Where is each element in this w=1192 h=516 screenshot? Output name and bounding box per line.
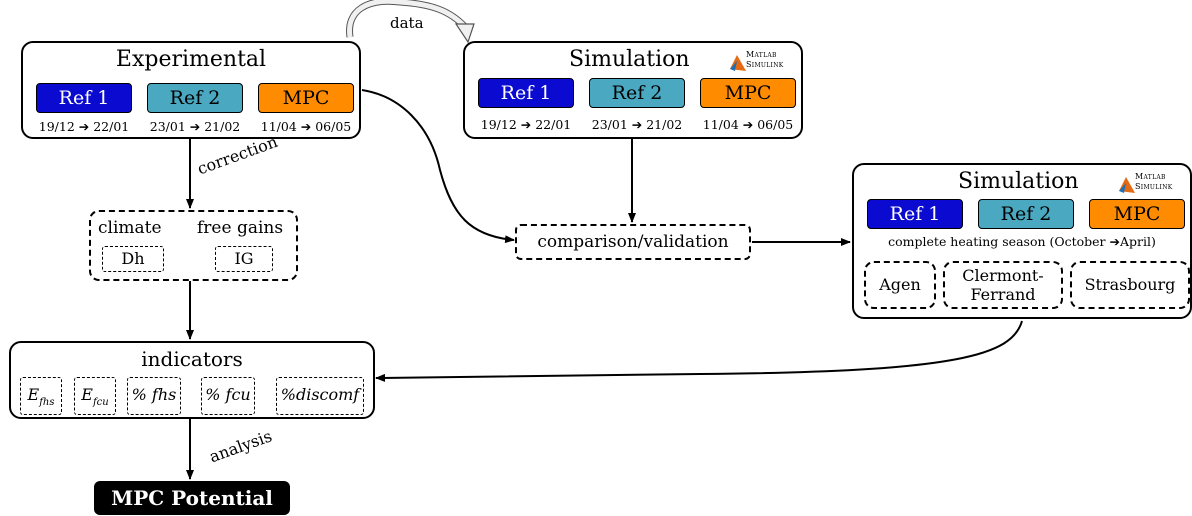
exp-mpc-button[interactable]: MPC <box>258 83 354 113</box>
dh-box: Dh <box>102 246 164 272</box>
city-strasbourg: Strasbourg <box>1070 261 1190 309</box>
exp-ref2-dates: 23/01 ➔ 21/02 <box>149 119 241 134</box>
city-agen: Agen <box>864 261 936 309</box>
arrow-sim2-to-indicators <box>375 320 1023 382</box>
sim1-mpc-button[interactable]: MPC <box>700 78 796 108</box>
sim1-ref1-dates: 19/12 ➔ 22/01 <box>480 117 572 132</box>
comparison-validation-box: comparison/validation <box>515 224 751 260</box>
exp-ref1-dates: 19/12 ➔ 22/01 <box>38 119 130 134</box>
logo-simulink-text: Simulink <box>746 60 784 69</box>
exp-ref2-button[interactable]: Ref 2 <box>147 83 243 113</box>
logo-matlab-text: Matlab <box>1135 172 1166 181</box>
sim1-mpc-dates: 11/04 ➔ 06/05 <box>702 117 794 132</box>
mpc-potential-box: MPC Potential <box>94 481 290 515</box>
sim1-ref2-button[interactable]: Ref 2 <box>589 78 685 108</box>
indicators-box: indicators Efhs Efcu % fhs % fcu %discom… <box>9 341 375 419</box>
indicator-e-fcu: Efcu <box>74 377 116 415</box>
sim1-ref1-button[interactable]: Ref 1 <box>478 78 574 108</box>
data-arrow <box>346 0 475 44</box>
city-clermont-ferrand: Clermont-Ferrand <box>943 261 1063 309</box>
arrow-exp-to-comparison <box>361 89 515 244</box>
ig-box: IG <box>215 246 273 272</box>
indicator-pct-fhs: % fhs <box>127 377 181 415</box>
free-gains-label: free gains <box>197 218 284 238</box>
experimental-title: Experimental <box>115 47 267 72</box>
indicator-pct-fcu: % fcu <box>201 377 255 415</box>
sim2-ref1-button[interactable]: Ref 1 <box>867 199 963 229</box>
indicator-e-fhs: Efhs <box>20 377 62 415</box>
heating-season-label: complete heating season (October ➔April) <box>888 234 1156 249</box>
correction-box: climate free gains Dh IG <box>89 210 298 281</box>
indicators-title: indicators <box>141 347 243 371</box>
simulation1-title: Simulation <box>569 47 690 72</box>
matlab-icon <box>730 55 746 71</box>
exp-mpc-dates: 11/04 ➔ 06/05 <box>260 119 352 134</box>
logo-simulink-text: Simulink <box>1135 182 1173 191</box>
sim2-mpc-button[interactable]: MPC <box>1089 199 1185 229</box>
logo-matlab-text: Matlab <box>746 50 777 59</box>
experimental-box: Experimental Ref 1 Ref 2 MPC 19/12 ➔ 22/… <box>21 41 361 139</box>
simulation2-title: Simulation <box>958 169 1079 194</box>
indicator-pct-discomf: %discomf <box>276 377 364 415</box>
matlab-icon <box>1119 177 1135 193</box>
exp-ref1-button[interactable]: Ref 1 <box>36 83 132 113</box>
sim2-ref2-button[interactable]: Ref 2 <box>978 199 1074 229</box>
sim1-ref2-dates: 23/01 ➔ 21/02 <box>591 117 683 132</box>
data-arrow-label: data <box>390 14 424 32</box>
climate-label: climate <box>98 218 162 238</box>
